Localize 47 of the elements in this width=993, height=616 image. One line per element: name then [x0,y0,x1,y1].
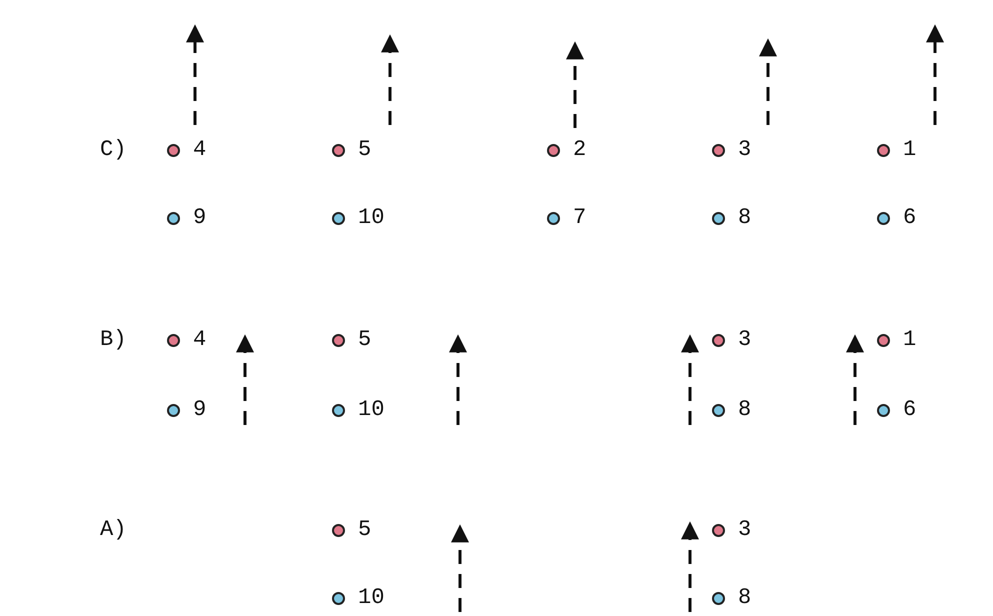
circle-marker [712,334,725,347]
number-label: 10 [358,585,384,611]
number-label: 5 [358,517,372,543]
circle-marker [332,404,345,417]
row-label: B) [100,327,126,353]
circle-marker [547,212,560,225]
number-label: 9 [193,205,206,231]
circle-marker [712,592,725,605]
number-label: 3 [738,327,752,353]
circle-marker [332,334,345,347]
number-label: 10 [358,397,384,423]
number-label: 6 [903,397,916,423]
number-label: 1 [903,137,916,163]
number-label: 10 [358,205,384,231]
circle-marker [332,212,345,225]
number-label: 1 [903,327,916,353]
row-label: C) [100,137,126,163]
number-label: 3 [738,137,752,163]
circle-marker [332,144,345,157]
circle-marker [167,144,180,157]
circle-marker [332,524,345,537]
number-label: 6 [903,205,916,231]
circle-marker [877,212,890,225]
number-label: 8 [738,585,752,611]
number-label: 8 [738,205,752,231]
number-label: 7 [573,205,586,231]
number-label: 5 [358,137,372,163]
circle-marker [712,212,725,225]
circle-marker [332,592,345,605]
number-label: 3 [738,517,752,543]
number-label: 5 [358,327,372,353]
circle-marker [712,524,725,537]
circle-marker [877,404,890,417]
number-label: 4 [193,327,206,353]
circle-marker [877,334,890,347]
circle-marker [167,404,180,417]
circle-marker [712,144,725,157]
number-label: 9 [193,397,206,423]
circle-marker [167,212,180,225]
row-label: A) [100,517,126,543]
circle-marker [712,404,725,417]
number-label: 4 [193,137,206,163]
circle-marker [167,334,180,347]
number-label: 8 [738,397,752,423]
circle-marker [547,144,560,157]
number-label: 2 [573,137,586,163]
circle-marker [877,144,890,157]
